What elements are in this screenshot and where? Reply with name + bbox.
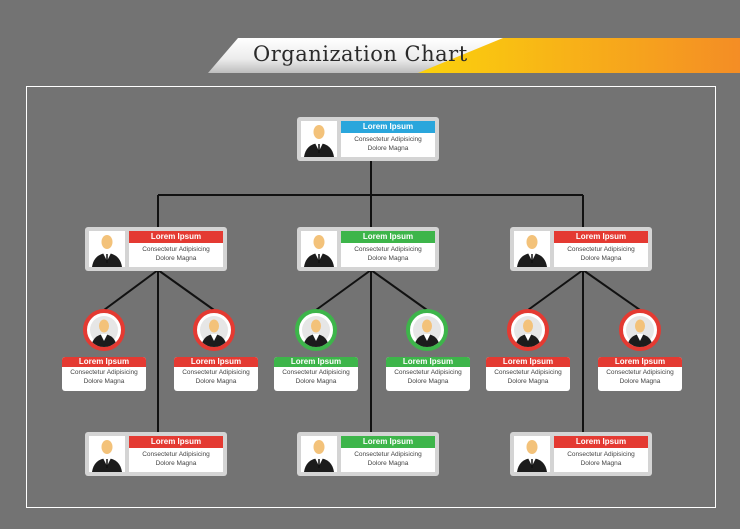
bottom-name: Lorem Ipsum <box>554 436 648 448</box>
staff-line2: Dolore Magna <box>507 378 549 385</box>
person-icon <box>626 316 654 347</box>
bottom-card-3: Lorem Ipsum Consectetur Adipisicing Dolo… <box>510 432 652 476</box>
person-icon <box>514 436 550 472</box>
chart-title: Organization Chart <box>253 42 468 66</box>
staff-name: Lorem Ipsum <box>174 357 258 367</box>
staff-line2: Dolore Magna <box>195 378 237 385</box>
staff-tag-4: Lorem Ipsum Consectetur Adipisicing Dolo… <box>386 357 470 391</box>
root-line2: Dolore Magna <box>367 145 409 152</box>
person-icon <box>514 231 550 267</box>
manager-line1: Consectetur Adipisicing <box>142 246 210 253</box>
person-icon <box>301 121 337 157</box>
banner-background <box>208 38 740 73</box>
staff-line1: Consectetur Adipisicing <box>606 369 674 376</box>
staff-line2: Dolore Magna <box>619 378 661 385</box>
bottom-line2: Dolore Magna <box>580 460 622 467</box>
staff-line2: Dolore Magna <box>295 378 337 385</box>
person-icon <box>200 316 228 347</box>
staff-avatar <box>193 309 235 351</box>
person-icon <box>301 436 337 472</box>
staff-tag-5: Lorem Ipsum Consectetur Adipisicing Dolo… <box>486 357 570 391</box>
staff-avatar <box>83 309 125 351</box>
title-banner: Organization Chart <box>208 38 740 73</box>
person-icon <box>514 316 542 347</box>
staff-name: Lorem Ipsum <box>598 357 682 367</box>
bottom-line1: Consectetur Adipisicing <box>142 451 210 458</box>
staff-line2: Dolore Magna <box>407 378 449 385</box>
person-icon <box>89 231 125 267</box>
chart-frame <box>26 86 716 508</box>
bottom-card-2: Lorem Ipsum Consectetur Adipisicing Dolo… <box>297 432 439 476</box>
staff-name: Lorem Ipsum <box>486 357 570 367</box>
staff-tag-6: Lorem Ipsum Consectetur Adipisicing Dolo… <box>598 357 682 391</box>
root-name: Lorem Ipsum <box>341 121 435 133</box>
root-line1: Consectetur Adipisicing <box>354 136 422 143</box>
manager-line2: Dolore Magna <box>367 255 409 262</box>
staff-name: Lorem Ipsum <box>62 357 146 367</box>
bottom-line2: Dolore Magna <box>155 460 197 467</box>
staff-line1: Consectetur Adipisicing <box>182 369 250 376</box>
person-icon <box>301 231 337 267</box>
manager-line1: Consectetur Adipisicing <box>567 246 635 253</box>
staff-line1: Consectetur Adipisicing <box>394 369 462 376</box>
staff-tag-2: Lorem Ipsum Consectetur Adipisicing Dolo… <box>174 357 258 391</box>
manager-name: Lorem Ipsum <box>129 231 223 243</box>
staff-line1: Consectetur Adipisicing <box>494 369 562 376</box>
staff-name: Lorem Ipsum <box>274 357 358 367</box>
bottom-line1: Consectetur Adipisicing <box>354 451 422 458</box>
person-icon <box>304 125 334 157</box>
manager-line1: Consectetur Adipisicing <box>354 246 422 253</box>
root-card: Lorem Ipsum Consectetur Adipisicing Dolo… <box>297 117 439 161</box>
manager-card-2: Lorem Ipsum Consectetur Adipisicing Dolo… <box>297 227 439 271</box>
staff-avatar <box>507 309 549 351</box>
bottom-card-1: Lorem Ipsum Consectetur Adipisicing Dolo… <box>85 432 227 476</box>
bottom-line2: Dolore Magna <box>367 460 409 467</box>
manager-card-1: Lorem Ipsum Consectetur Adipisicing Dolo… <box>85 227 227 271</box>
manager-card-3: Lorem Ipsum Consectetur Adipisicing Dolo… <box>510 227 652 271</box>
person-icon <box>90 316 118 347</box>
bottom-line1: Consectetur Adipisicing <box>567 451 635 458</box>
staff-avatar <box>295 309 337 351</box>
person-icon <box>302 316 330 347</box>
manager-line2: Dolore Magna <box>155 255 197 262</box>
staff-tag-1: Lorem Ipsum Consectetur Adipisicing Dolo… <box>62 357 146 391</box>
staff-line1: Consectetur Adipisicing <box>70 369 138 376</box>
manager-name: Lorem Ipsum <box>554 231 648 243</box>
bottom-name: Lorem Ipsum <box>129 436 223 448</box>
staff-tag-3: Lorem Ipsum Consectetur Adipisicing Dolo… <box>274 357 358 391</box>
manager-line2: Dolore Magna <box>580 255 622 262</box>
staff-avatar <box>619 309 661 351</box>
bottom-name: Lorem Ipsum <box>341 436 435 448</box>
staff-name: Lorem Ipsum <box>386 357 470 367</box>
person-icon <box>413 316 441 347</box>
person-icon <box>89 436 125 472</box>
staff-line2: Dolore Magna <box>83 378 125 385</box>
staff-avatar <box>406 309 448 351</box>
manager-name: Lorem Ipsum <box>341 231 435 243</box>
staff-line1: Consectetur Adipisicing <box>282 369 350 376</box>
